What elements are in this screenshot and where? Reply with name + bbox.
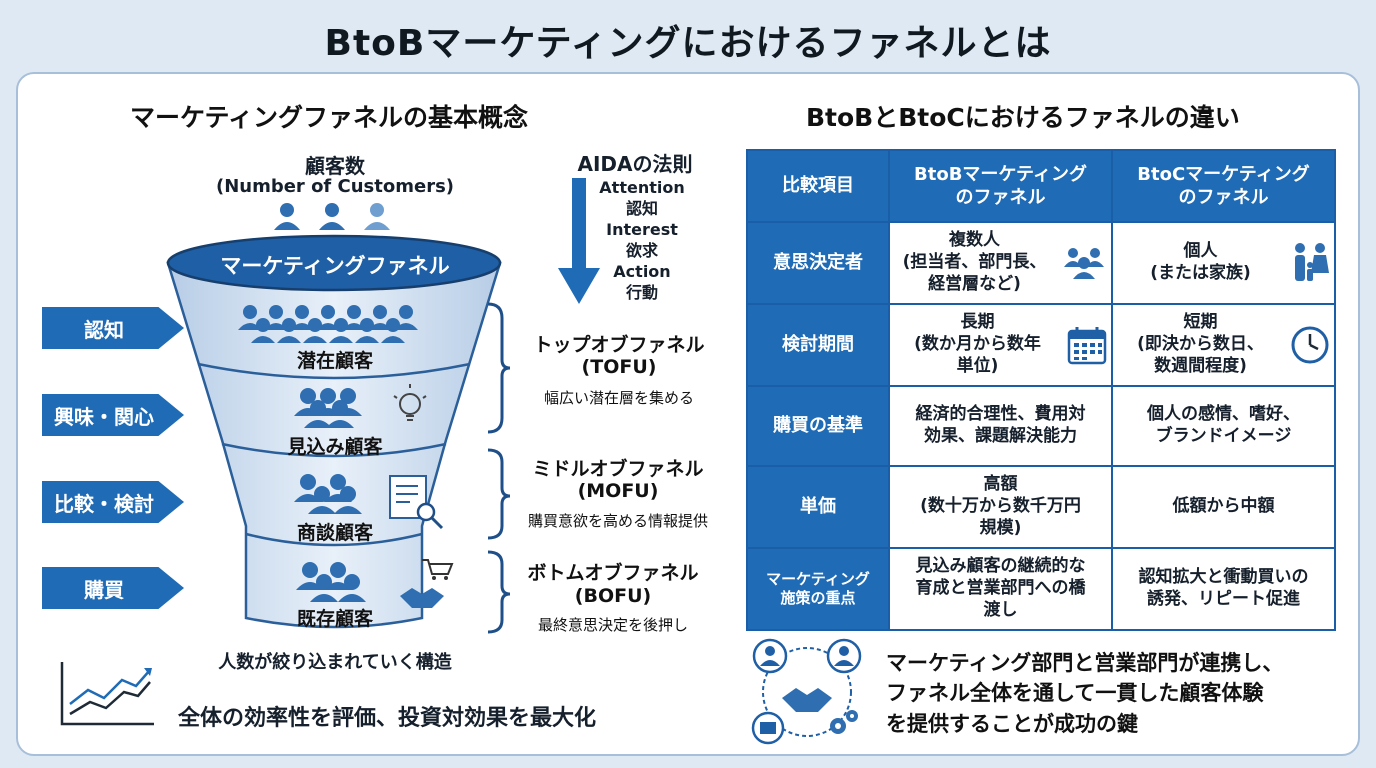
- structure-note: 人数が絞り込まれていく構造: [218, 652, 452, 673]
- cart-handshake-icon: [400, 559, 454, 608]
- aida-item: Interest: [606, 220, 678, 239]
- bofu-desc: 最終意思決定を後押し: [537, 616, 688, 634]
- customer-person-icon: [274, 203, 300, 230]
- btoc-cell: 個人の感情、嗜好、 ブランドイメージ: [1111, 385, 1336, 467]
- table-row: 検討期間 長期 (数か月から数年 単位) 短期 (即決から数日、 数週間程度): [746, 303, 1336, 387]
- aida-title: AIDAの法則: [577, 152, 693, 176]
- table-row: マーケティング 施策の重点 見込み顧客の継続的な 育成と営業部門への橋 渡し 認…: [746, 547, 1336, 631]
- mofu-desc: 購買意欲を高める情報提供: [527, 512, 708, 530]
- brace-lines: [487, 302, 511, 634]
- customer-person-icon: [319, 203, 345, 230]
- collaboration-icon: [751, 638, 862, 745]
- btoc-cell: 個人 (または家族): [1111, 221, 1336, 305]
- people-group-icon: [296, 562, 366, 602]
- table-row: 購買の基準 経済的合理性、費用対 効果、課題解決能力 個人の感情、嗜好、 ブラン…: [746, 385, 1336, 467]
- customers-label: 顧客数: [305, 154, 365, 178]
- aida-item: Action: [613, 262, 671, 281]
- tofu-title: トップオブファネル: [533, 334, 705, 356]
- stage-arrow: 興味・関心: [42, 394, 184, 436]
- btoc-cell: 認知拡大と衝動買いの 誘発、リピート促進: [1111, 547, 1336, 631]
- stage-arrow: 認知: [42, 307, 184, 349]
- funnel-level-label: 見込み顧客: [287, 436, 383, 458]
- row-label: 意思決定者: [746, 221, 890, 305]
- left-section-title: マーケティングファネルの基本概念: [130, 103, 529, 132]
- row-label: 単価: [746, 465, 890, 549]
- btob-text: 長期 (数か月から数年 単位): [914, 312, 1041, 376]
- btoc-text: 短期 (即決から数日、 数週間程度): [1137, 312, 1264, 376]
- customer-person-icon: [364, 203, 390, 230]
- aida-arrow-icon: [558, 178, 600, 304]
- header-cell: BtoCマーケティング のファネル: [1111, 149, 1336, 223]
- header-cell: 比較項目: [746, 149, 890, 223]
- stage-arrow: 購買: [42, 567, 184, 609]
- btoc-cell: 低額から中額: [1111, 465, 1336, 549]
- btob-cell: 経済的合理性、費用対 効果、課題解決能力: [888, 385, 1113, 467]
- conclusion-text: マーケティング部門と営業部門が連携し、 ファネル全体を通して一貫した顧客体験 を…: [886, 651, 1284, 736]
- family-icon: [1295, 243, 1329, 281]
- table-header-row: 比較項目 BtoBマーケティング のファネル BtoCマーケティング のファネル: [746, 149, 1336, 223]
- row-label: マーケティング 施策の重点: [746, 547, 890, 631]
- table-row: 単価 高額 (数十万から数千万円 規模) 低額から中額: [746, 465, 1336, 549]
- funnel-level-label: 既存顧客: [296, 608, 373, 630]
- aida-item: 認知: [625, 199, 658, 218]
- tofu-desc: 幅広い潜在層を集める: [543, 389, 694, 407]
- main-title: BtoBマーケティングにおけるファネルとは: [324, 23, 1052, 64]
- aida-item: 行動: [625, 283, 658, 302]
- people-group-icon: [294, 388, 362, 428]
- efficiency-note: 全体の効率性を評価、投資対効果を最大化: [178, 706, 597, 731]
- customers-sub: (Number of Customers): [215, 176, 455, 197]
- mofu-title: ミドルオブファネル: [532, 458, 704, 480]
- people-group-icon: [294, 474, 362, 514]
- table-row: 意思決定者 複数人 (担当者、部門長、 経営層など) 個人 (または家族): [746, 221, 1336, 305]
- document-search-icon: [389, 475, 444, 530]
- right-section-title: BtoBとBtoCにおけるファネルの違い: [806, 103, 1240, 132]
- lightbulb-icon: [393, 384, 427, 421]
- aida-item: 欲求: [625, 241, 658, 260]
- btob-cell: 高額 (数十万から数千万円 規模): [888, 465, 1113, 549]
- mofu-code: (MOFU): [577, 480, 659, 502]
- btob-cell: 見込み顧客の継続的な 育成と営業部門への橋 渡し: [888, 547, 1113, 631]
- clock-icon: [1291, 326, 1329, 364]
- row-label: 検討期間: [746, 303, 890, 387]
- bofu-title: ボトムオブファネル: [527, 562, 699, 584]
- funnel-level-label: 商談顧客: [296, 522, 373, 544]
- group-people-icon: [1064, 248, 1104, 279]
- stage-arrow: 比較・検討: [42, 481, 184, 523]
- funnel-title: マーケティングファネル: [220, 254, 450, 278]
- aida-list: Attention 認知 Interest 欲求 Action 行動: [592, 177, 692, 303]
- comparison-table: 比較項目 BtoBマーケティング のファネル BtoCマーケティング のファネル…: [746, 149, 1336, 631]
- btoc-text: 個人 (または家族): [1150, 241, 1251, 283]
- row-label: 購買の基準: [746, 385, 890, 467]
- growth-chart-icon: [60, 662, 154, 726]
- funnel-graphic: [166, 203, 502, 629]
- calendar-icon: [1067, 327, 1107, 365]
- btob-cell: 長期 (数か月から数年 単位): [888, 303, 1113, 387]
- crowd-icon: [238, 305, 418, 343]
- tofu-code: (TOFU): [581, 356, 657, 378]
- bofu-code: (BOFU): [574, 585, 652, 607]
- header-cell: BtoBマーケティング のファネル: [888, 149, 1113, 223]
- btoc-cell: 短期 (即決から数日、 数週間程度): [1111, 303, 1336, 387]
- btob-text: 複数人 (担当者、部門長、 経営層など): [902, 230, 1047, 294]
- btob-cell: 複数人 (担当者、部門長、 経営層など): [888, 221, 1113, 305]
- funnel-level-label: 潜在顧客: [296, 350, 373, 372]
- aida-item: Attention: [599, 178, 685, 197]
